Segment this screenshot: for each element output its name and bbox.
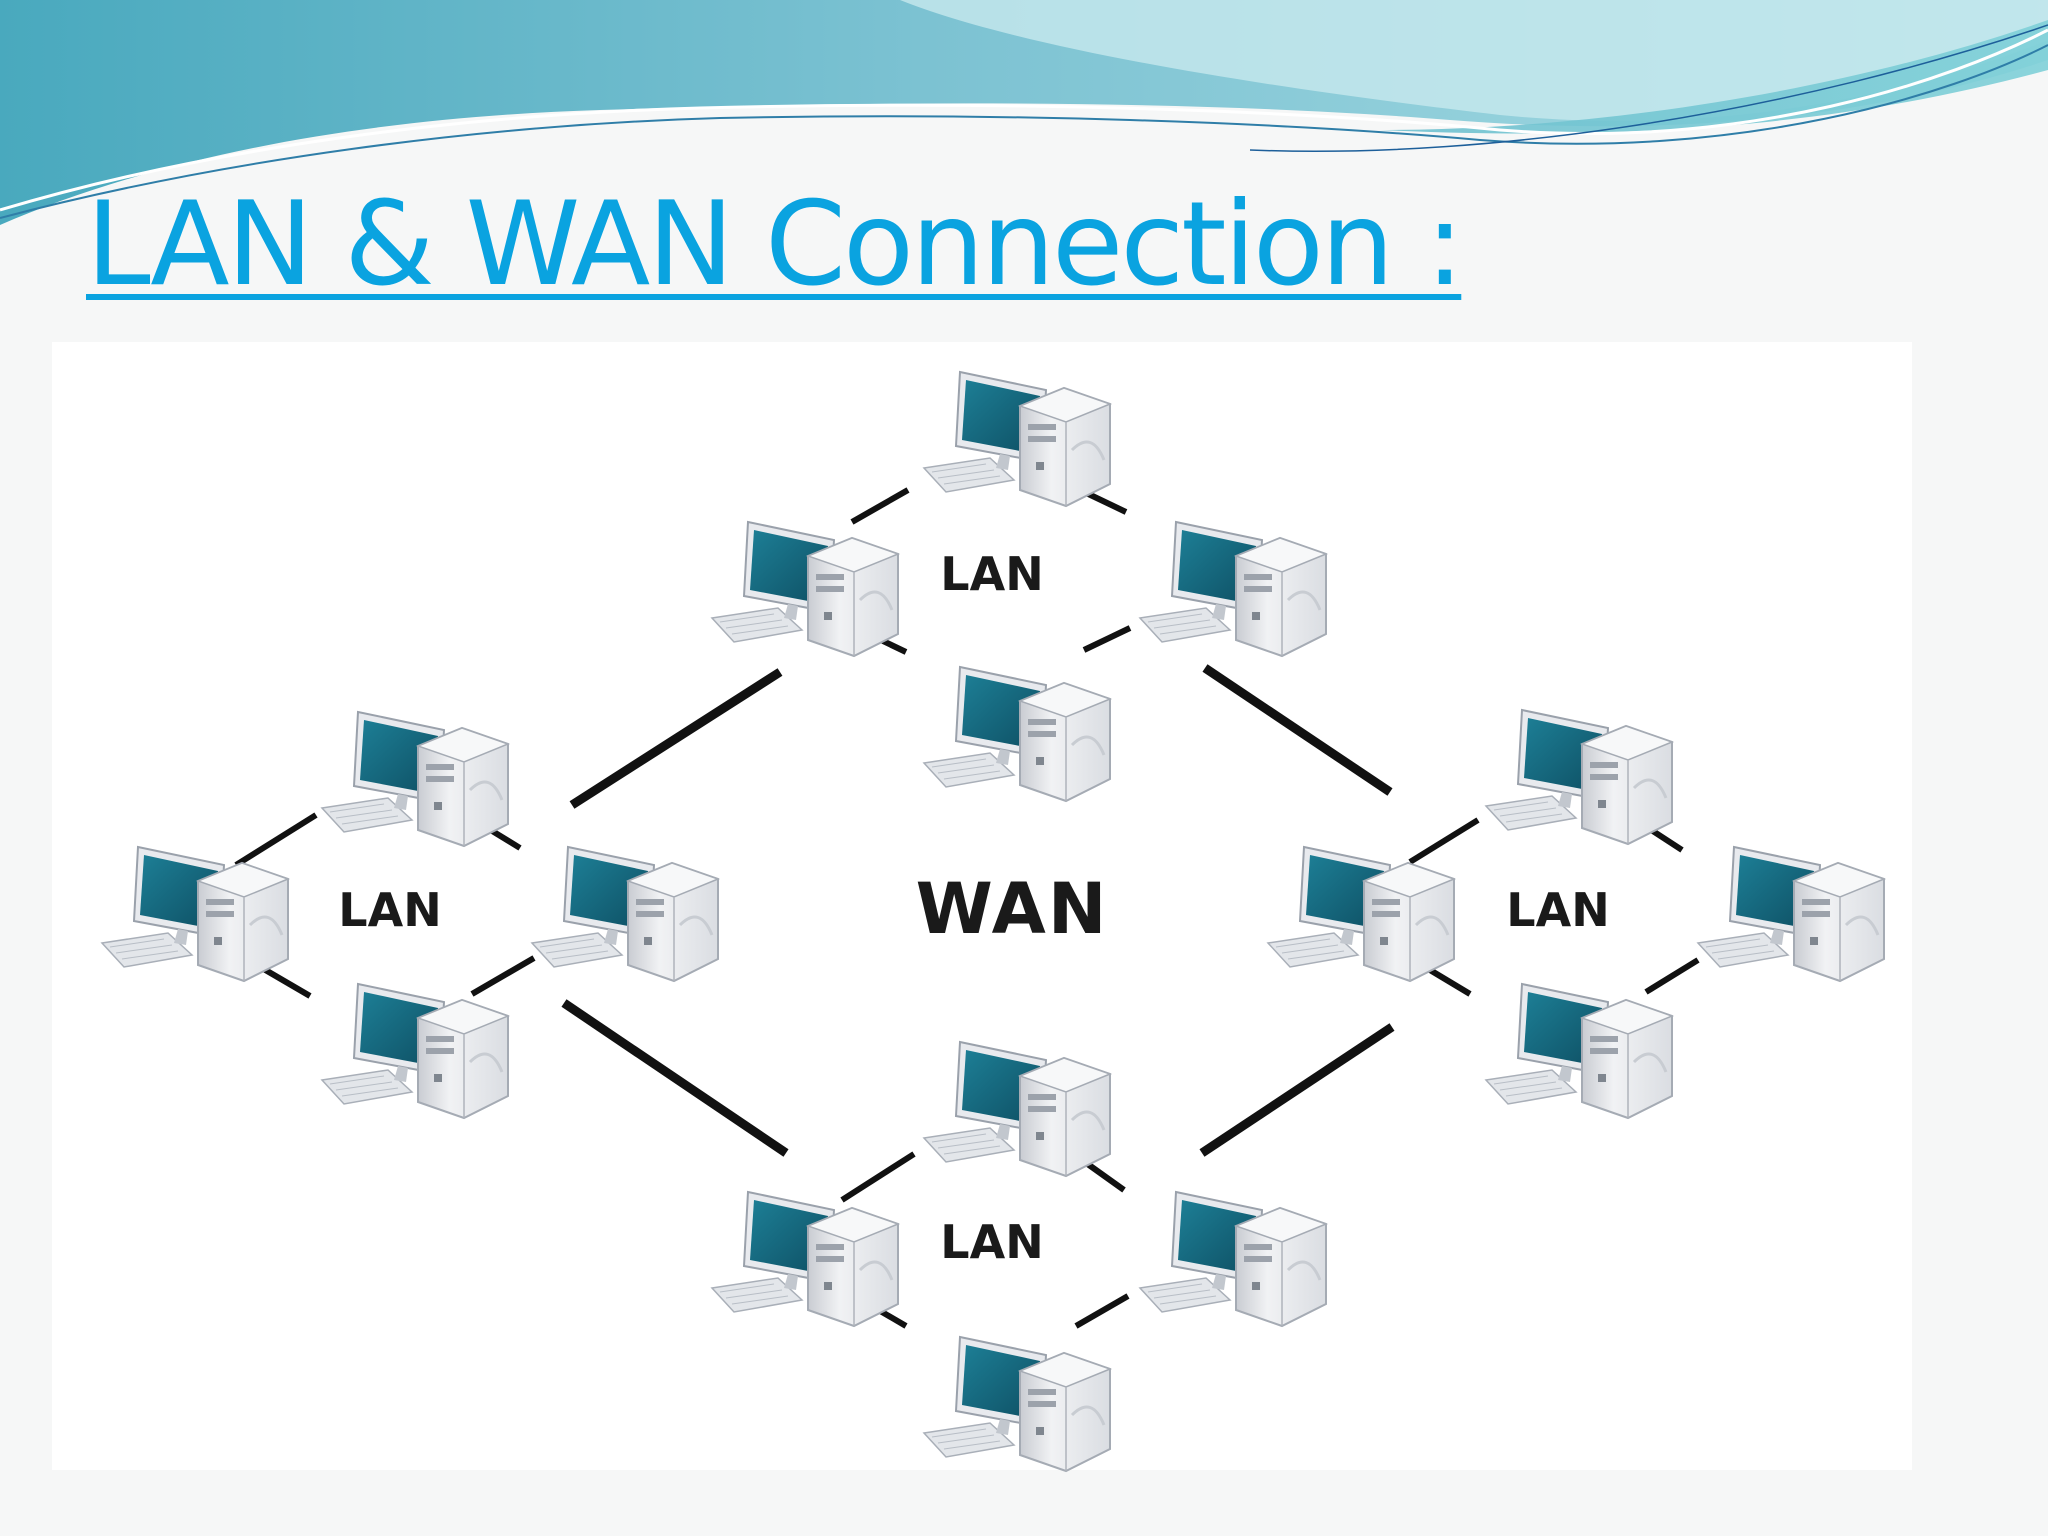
- desktop-computer-icon: [1138, 1190, 1328, 1328]
- desktop-computer-icon: [922, 1040, 1112, 1178]
- desktop-computer-icon: [320, 982, 510, 1120]
- desktop-computer-icon: [710, 520, 900, 658]
- lan-label-right: LAN: [1506, 883, 1609, 937]
- wan-link-top-right: [1202, 664, 1393, 796]
- desktop-computer-icon: [1266, 845, 1456, 983]
- slide-title: LAN & WAN Connection :: [86, 177, 1464, 312]
- wan-link-right-bottom: [1199, 1023, 1395, 1157]
- lan-label-top: LAN: [940, 547, 1043, 601]
- lan-label-bottom: LAN: [940, 1215, 1043, 1269]
- diagram-panel: [52, 342, 1912, 1470]
- lan-label-left: LAN: [338, 883, 441, 937]
- wan-links: [561, 664, 1395, 1157]
- wan-label: WAN: [916, 868, 1109, 950]
- desktop-computer-icon: [922, 370, 1112, 508]
- desktop-computer-icon: [710, 1190, 900, 1328]
- desktop-computer-icon: [922, 665, 1112, 803]
- desktop-computer-icon: [1484, 982, 1674, 1120]
- desktop-computer-icon: [1138, 520, 1328, 658]
- desktop-computer-icon: [100, 845, 290, 983]
- desktop-computer-icon: [320, 710, 510, 848]
- desktop-computer-icon: [1484, 708, 1674, 846]
- desktop-computer-icon: [922, 1335, 1112, 1473]
- desktop-computer-icon: [530, 845, 720, 983]
- wan-link-top-left: [569, 668, 783, 809]
- header-wave-decoration: [0, 0, 2048, 225]
- desktop-computer-icon: [1696, 845, 1886, 983]
- wan-link-left-bottom: [561, 999, 789, 1157]
